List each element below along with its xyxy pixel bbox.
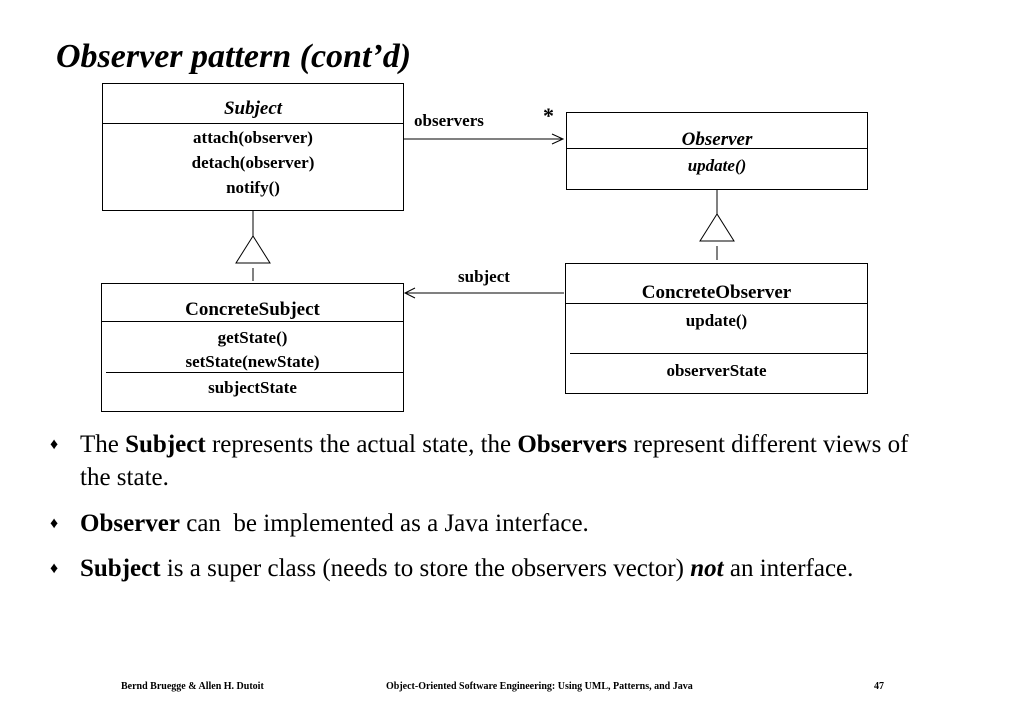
- subject-class-name: Subject: [223, 98, 283, 119]
- concrete-observer-class-box: ConcreteObserver update() observerState: [565, 263, 868, 394]
- subject-arrowhead: [403, 287, 416, 299]
- concrete-subject-class-box: ConcreteSubject getState() setState(newS…: [101, 283, 404, 412]
- observers-role-label: observers: [414, 111, 484, 130]
- concrete-subject-class-name: ConcreteSubject: [185, 299, 320, 320]
- bullet-text: Subject is a super class (needs to store…: [80, 552, 940, 585]
- diamond-bullet-icon: ♦: [50, 515, 59, 532]
- bullet-text: Observer can be implemented as a Java in…: [80, 507, 940, 540]
- observer-generalization-triangle: [699, 213, 735, 242]
- concrete-observer-class-name: ConcreteObserver: [641, 282, 792, 303]
- concrete-subject-ops-divider: [106, 372, 403, 373]
- concrete-observer-attr-observerstate: observerState: [666, 361, 767, 380]
- footer-authors: Bernd Bruegge & Allen H. Dutoit: [121, 681, 264, 692]
- footer-book-title: Object-Oriented Software Engineering: Us…: [386, 681, 693, 692]
- slide-title: Observer pattern (cont’d): [56, 38, 412, 75]
- subject-class-divider: [103, 123, 403, 124]
- observers-multiplicity-label: *: [543, 103, 554, 128]
- diamond-bullet-icon: ♦: [50, 436, 59, 453]
- subject-class-box: Subject attach(observer) detach(observer…: [102, 83, 404, 211]
- bullet-text-part: can be implemented as a Java interface.: [179, 510, 589, 537]
- concrete-observer-op-update: update(): [685, 311, 748, 330]
- subject-op-attach: attach(observer): [193, 128, 313, 147]
- footer-page-number: 47: [874, 681, 884, 692]
- bullet-text-part: is a super class (needs to store the obs…: [160, 555, 691, 582]
- concrete-subject-attr-subjectstate: subjectState: [208, 378, 297, 397]
- bullet-text: The Subject represents the actual state,…: [80, 428, 940, 494]
- subject-op-detach: detach(observer): [191, 153, 315, 172]
- observer-class-divider: [567, 148, 867, 149]
- bullet-bold-term: Observer: [80, 510, 180, 537]
- bullet-text-part: represents the actual state, the: [205, 431, 518, 458]
- bullet-bold-term: Observers: [517, 431, 628, 458]
- observer-class-name: Observer: [681, 129, 753, 150]
- bullet-text-part: represent different views of the state.: [80, 431, 909, 491]
- diamond-bullet-icon: ♦: [50, 560, 59, 577]
- concrete-subject-op-getstate: getState(): [217, 328, 288, 347]
- bullet-text-part: The: [80, 431, 126, 458]
- observer-op-update: update(): [687, 156, 747, 175]
- subject-role-label: subject: [458, 267, 510, 286]
- bullet-text-part: an interface.: [723, 555, 854, 582]
- bullet-bold-italic-term: not: [690, 555, 724, 582]
- observer-class-box: Observer update(): [566, 112, 868, 190]
- bullet-bold-term: Subject: [80, 555, 161, 582]
- bullet-bold-term: Subject: [125, 431, 206, 458]
- concrete-subject-name-divider: [102, 321, 403, 322]
- subject-op-notify: notify(): [226, 178, 280, 197]
- concrete-observer-name-divider: [566, 303, 867, 304]
- concrete-subject-op-setstate: setState(newState): [185, 352, 320, 371]
- observers-arrowhead: [551, 133, 565, 145]
- concrete-observer-ops-divider: [570, 353, 868, 354]
- subject-generalization-triangle: [235, 235, 271, 264]
